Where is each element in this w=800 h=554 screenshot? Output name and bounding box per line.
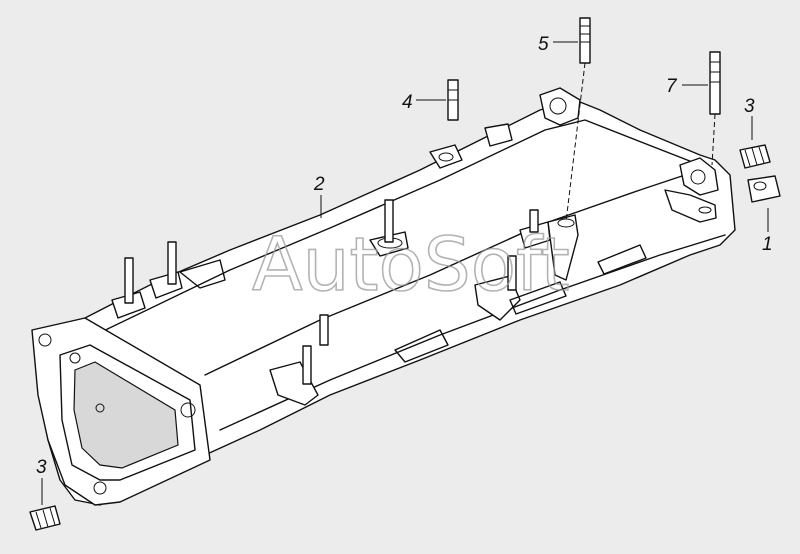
stud-5 xyxy=(565,17,591,223)
stud-left-a xyxy=(124,257,134,304)
leader-lines xyxy=(41,41,769,505)
callout-3-right: 3 xyxy=(744,96,755,117)
callout-3-left: 3 xyxy=(36,457,47,478)
stud-4 xyxy=(447,79,459,121)
stud-lower-a xyxy=(319,314,329,346)
callout-2: 2 xyxy=(313,174,325,195)
callout-1: 1 xyxy=(762,234,773,255)
callout-7: 7 xyxy=(666,76,678,97)
plug-3-right xyxy=(739,144,771,169)
callout-4: 4 xyxy=(402,92,413,113)
stud-center xyxy=(507,255,517,291)
watermark-logo: AutoSoft xyxy=(252,222,570,308)
manifold-body xyxy=(31,87,736,506)
stud-left-b xyxy=(167,241,177,285)
body-studs xyxy=(124,199,539,385)
callout-5: 5 xyxy=(538,34,549,55)
plug-3-left xyxy=(29,505,61,531)
stud-lower-b xyxy=(302,345,312,385)
stud-right xyxy=(529,209,539,233)
stud-mid xyxy=(384,199,394,243)
stud-7 xyxy=(709,51,721,166)
plug-1 xyxy=(747,175,781,203)
